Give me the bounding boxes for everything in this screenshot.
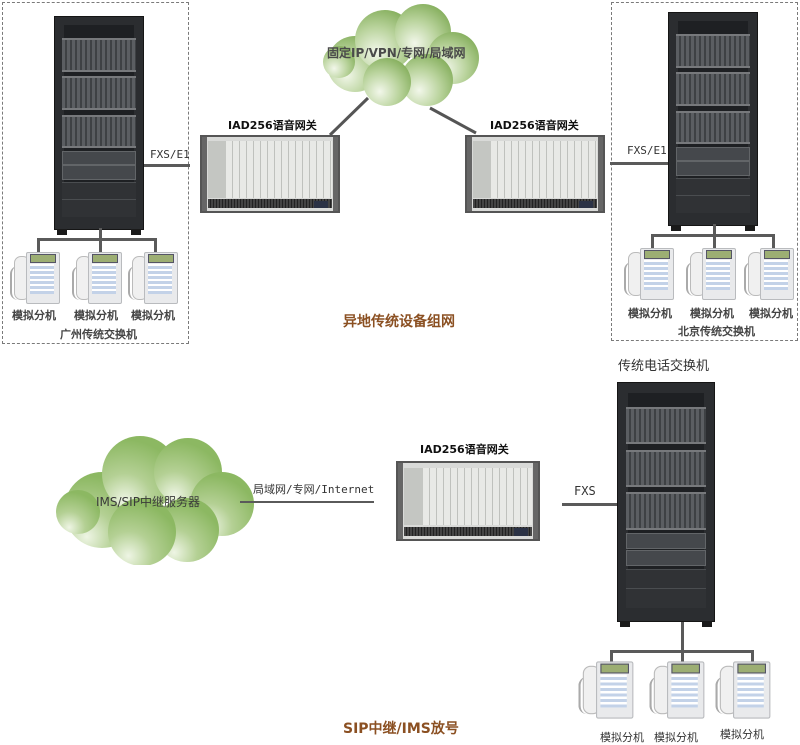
top-cloud-label: 固定IP/VPN/专网/局域网: [327, 46, 466, 60]
guangzhou-site-label: 广州传统交换机: [60, 328, 137, 341]
guangzhou-phone-bus: [37, 238, 156, 241]
pbx-phone-3: [715, 661, 771, 719]
guangzhou-site-boundary: [2, 2, 189, 344]
pbx-phone-drop-3: [751, 650, 754, 666]
guangzhou-phone-drop-1: [37, 238, 40, 252]
pbx-label: 传统电话交换机: [618, 359, 710, 374]
guangzhou-pbx-rack: [54, 16, 144, 235]
beijing-phone-3: [744, 248, 794, 300]
network-link: [240, 501, 374, 503]
pbx-phone-label-3: 模拟分机: [720, 728, 764, 741]
right-gateway-cloud-link: [429, 106, 477, 135]
beijing-site-boundary: [611, 2, 798, 341]
pbx-phone-drop-2: [681, 650, 684, 666]
guangzhou-phone-3: [128, 252, 178, 304]
guangzhou-link-label: FXS/E1: [150, 148, 190, 161]
beijing-fxs-e1-link: [610, 162, 668, 165]
beijing-pbx-rack: [668, 12, 758, 231]
left-gateway-label: IAD256语音网关: [228, 119, 317, 132]
guangzhou-phone-label-2: 模拟分机: [74, 309, 118, 322]
pbx-phone-1: [578, 661, 634, 719]
network-link-label: 局域网/专网/Internet: [253, 483, 375, 496]
beijing-phone-label-3: 模拟分机: [749, 307, 793, 320]
guangzhou-phone-label-3: 模拟分机: [131, 309, 175, 322]
beijing-phone-drop-1: [651, 234, 654, 248]
pbx-phone-2: [649, 661, 705, 719]
fxs-link-label: FXS: [574, 484, 596, 498]
guangzhou-phone-drop-2: [99, 238, 102, 252]
right-iad256-gateway: [465, 135, 605, 213]
pbx-phone-trunk: [681, 622, 684, 652]
beijing-phone-drop-3: [772, 234, 775, 248]
bottom-iad256-gateway: [396, 461, 540, 541]
ims-sip-server-cloud: [56, 436, 254, 565]
beijing-phone-label-2: 模拟分机: [690, 307, 734, 320]
beijing-link-label: FXS/E1: [627, 144, 667, 157]
bottom-cloud-label: IMS/SIP中继服务器: [96, 495, 200, 509]
guangzhou-phone-drop-3: [154, 238, 157, 252]
ip-vpn-network-cloud: [323, 4, 479, 106]
beijing-phone-1: [624, 248, 674, 300]
bottom-gateway-label: IAD256语音网关: [420, 443, 509, 456]
guangzhou-fxs-e1-link: [144, 164, 190, 167]
bottom-section-title: SIP中继/IMS放号: [343, 721, 459, 737]
top-section-title: 异地传统设备组网: [343, 314, 455, 330]
fxs-link: [562, 503, 618, 506]
beijing-phone-2: [686, 248, 736, 300]
beijing-phone-label-1: 模拟分机: [628, 307, 672, 320]
left-iad256-gateway: [200, 135, 340, 213]
beijing-phone-drop-2: [713, 234, 716, 248]
pbx-phone-drop-1: [610, 650, 613, 666]
guangzhou-phone-2: [72, 252, 122, 304]
traditional-pbx-rack: [617, 382, 715, 627]
guangzhou-phone-trunk: [99, 228, 102, 240]
guangzhou-phone-label-1: 模拟分机: [12, 309, 56, 322]
pbx-phone-label-1: 模拟分机: [600, 731, 644, 744]
beijing-site-label: 北京传统交换机: [678, 325, 755, 338]
beijing-phone-trunk: [713, 224, 716, 236]
pbx-phone-label-2: 模拟分机: [654, 731, 698, 744]
right-gateway-label: IAD256语音网关: [490, 119, 579, 132]
left-gateway-cloud-link: [328, 96, 370, 137]
guangzhou-phone-1: [10, 252, 60, 304]
